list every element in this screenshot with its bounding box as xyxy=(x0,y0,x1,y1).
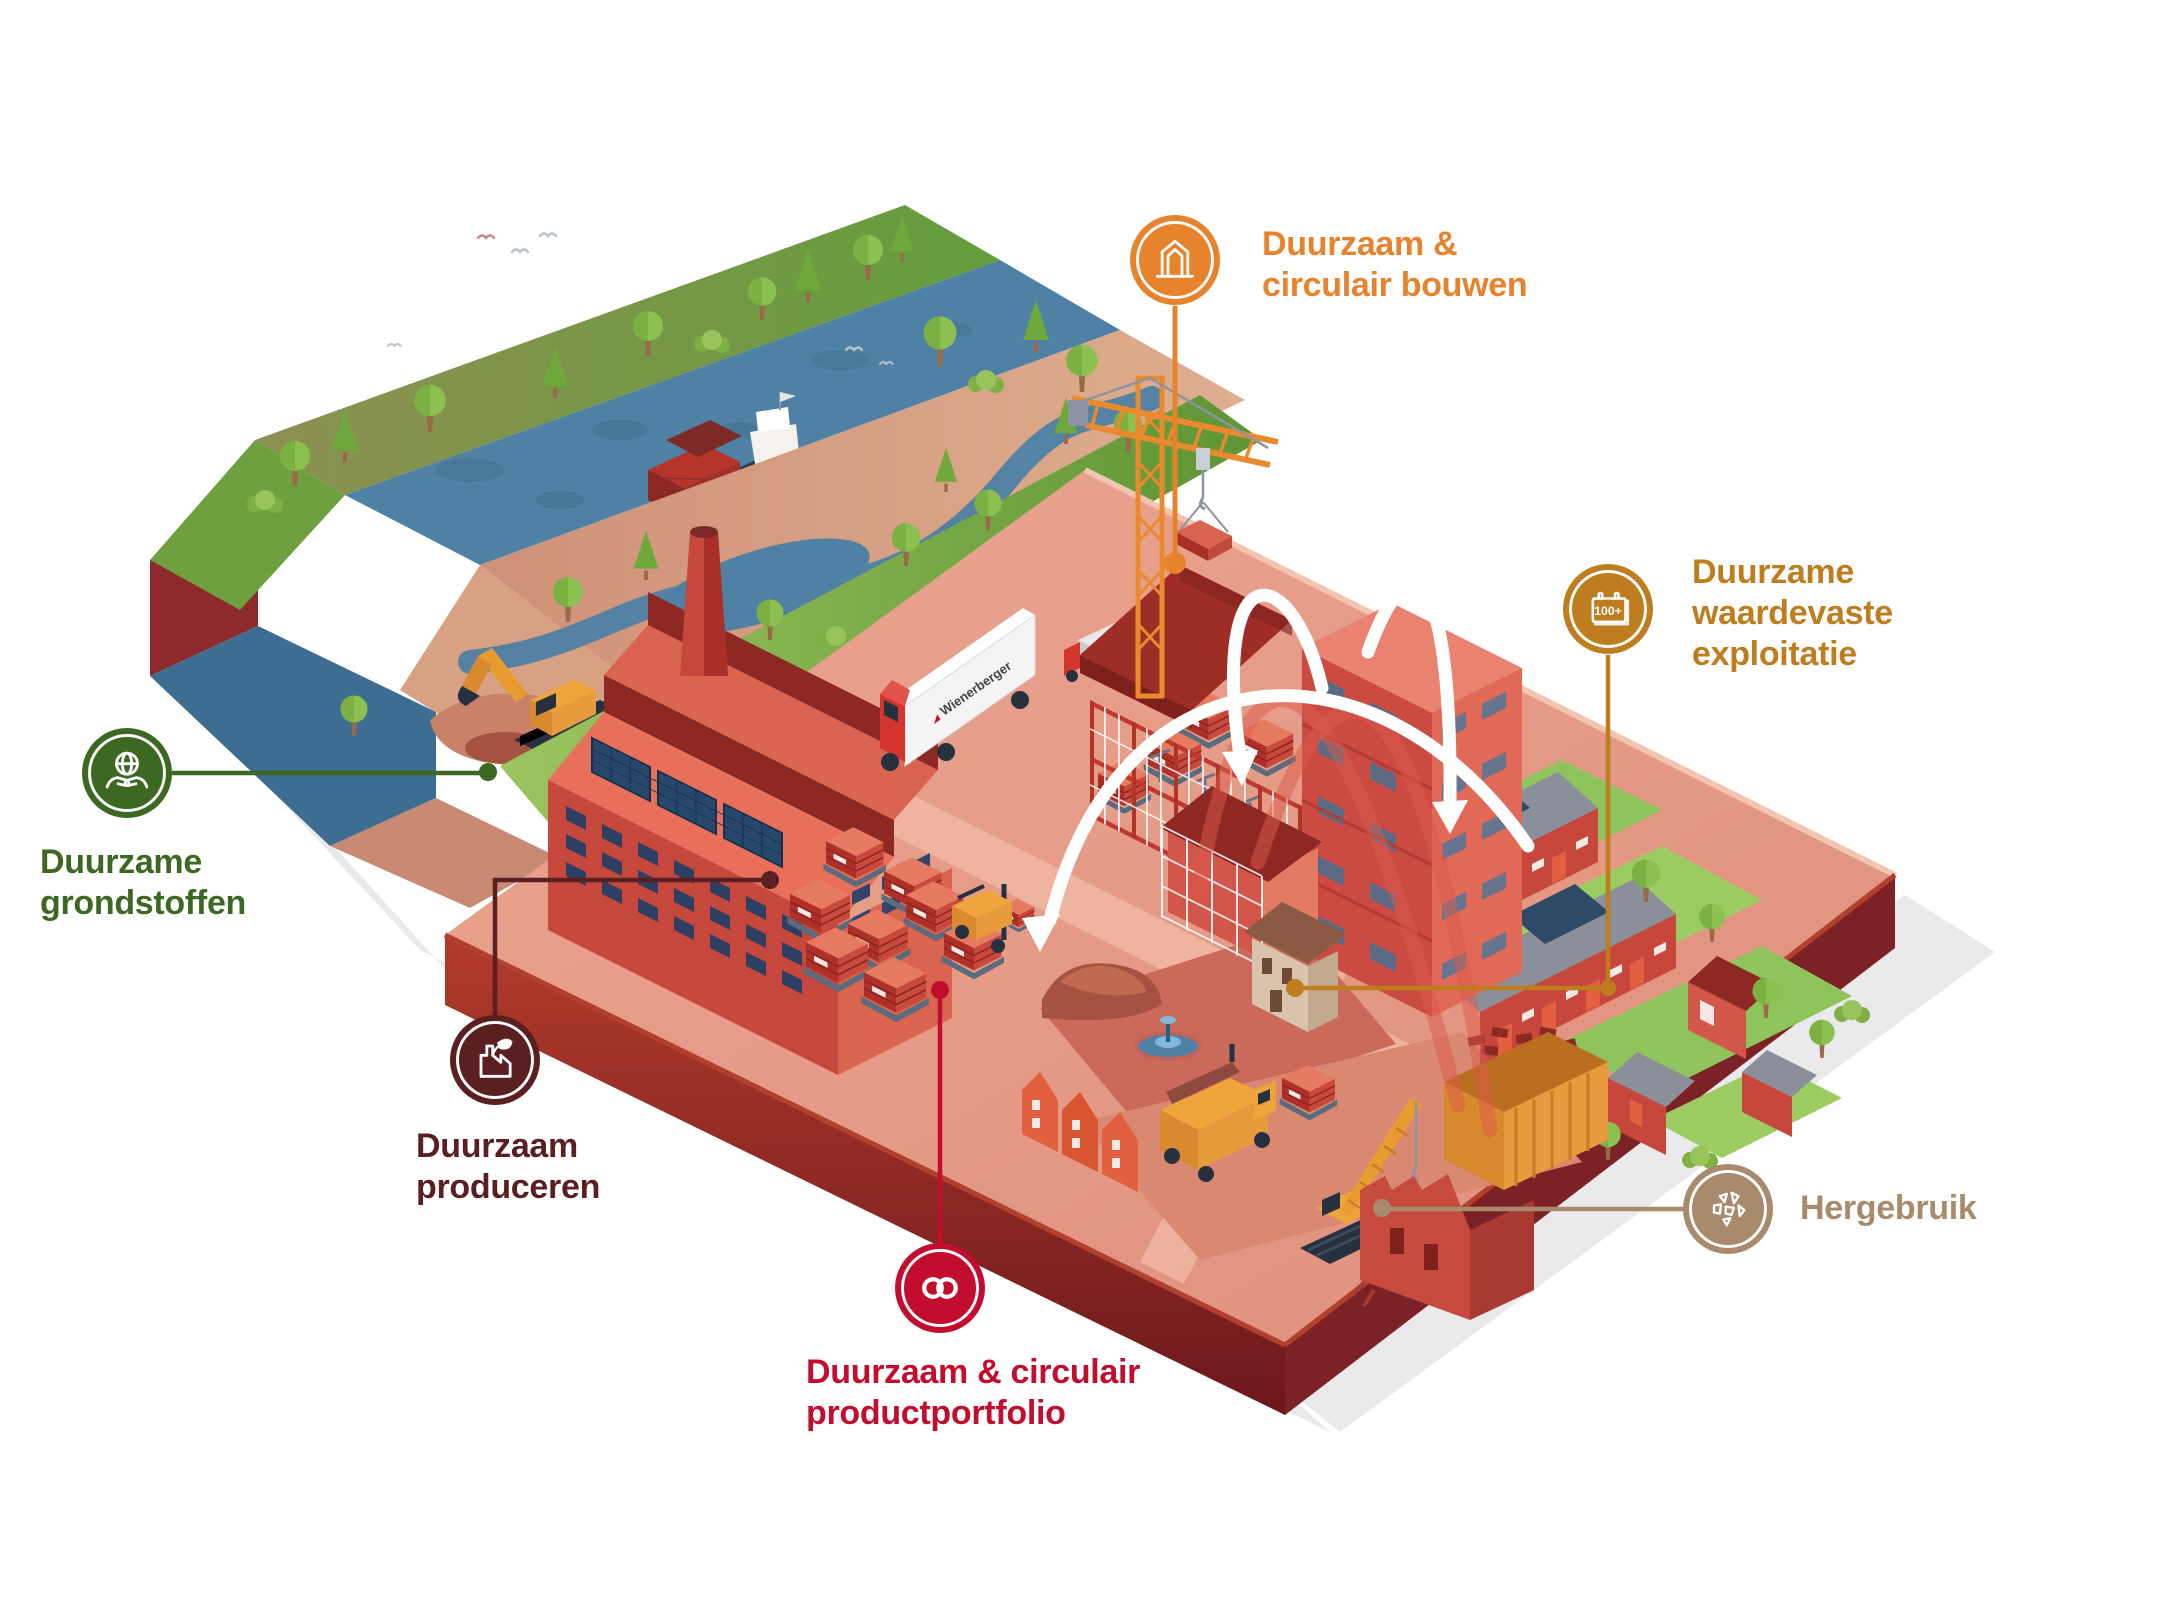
connector-dot xyxy=(1373,1199,1391,1217)
callout-label-hergebruik: Hergebruik xyxy=(1800,1189,1977,1227)
connector-duurzame-grondstoffen xyxy=(172,763,497,781)
tower-crane xyxy=(1068,375,1279,699)
broken-shards-icon xyxy=(1683,1164,1773,1254)
connector-dot xyxy=(1164,552,1186,574)
connector-dot xyxy=(931,981,949,999)
calendar-100-icon: 100+ xyxy=(1563,564,1653,654)
house-outline-icon xyxy=(1130,215,1220,305)
connector-dot xyxy=(1600,980,1616,996)
detached-house xyxy=(1742,1050,1817,1137)
mansion xyxy=(1244,902,1346,1032)
linked-rings-icon xyxy=(895,1243,985,1333)
connector-dot xyxy=(1286,979,1304,997)
solar-panels xyxy=(591,736,783,869)
connector-circulair-bouwen xyxy=(1164,306,1186,574)
connector-dot xyxy=(479,763,497,781)
callout-label-duurzaam-produceren: Duurzaam produceren xyxy=(416,1127,601,1206)
connector-hergebruik xyxy=(1373,1199,1684,1217)
connector-productportfolio xyxy=(931,981,949,1244)
clay-pile xyxy=(1042,963,1162,1021)
brick-pallet-yard xyxy=(786,690,1486,1023)
forklift xyxy=(952,884,1037,953)
town-square xyxy=(1022,902,1346,1192)
connector-dot xyxy=(761,871,779,889)
factory-chimney xyxy=(680,526,728,676)
callout-label-duurzame-grondstoffen: Duurzame grondstoffen xyxy=(40,843,247,922)
factory-leaf-icon xyxy=(450,1015,540,1105)
globe-in-hands-icon xyxy=(82,728,172,818)
fountain xyxy=(1134,1016,1202,1061)
connector-exploitatie xyxy=(1286,655,1616,997)
demolition-dump-truck xyxy=(1160,1044,1276,1182)
detached-house xyxy=(1688,956,1775,1059)
red-flow-arcs xyxy=(1190,692,1498,1138)
callout-label-circulair-bouwen: Duurzaam & circulair bouwen xyxy=(1262,225,1528,304)
historic-row-houses xyxy=(1022,1072,1138,1192)
connector-duurzaam-produceren xyxy=(492,871,779,1016)
callout-label-productportfolio: Duurzaam & circulair productportfolio xyxy=(806,1353,1141,1432)
white-flow-arrows xyxy=(1022,579,1535,952)
calendar-100-text: 100+ xyxy=(1594,604,1622,618)
callout-label-exploitatie: Duurzame waardevaste exploitatie xyxy=(1692,553,1893,673)
detached-house xyxy=(1608,1052,1695,1155)
wienerberger-truck: Wienerberger xyxy=(880,608,1036,771)
